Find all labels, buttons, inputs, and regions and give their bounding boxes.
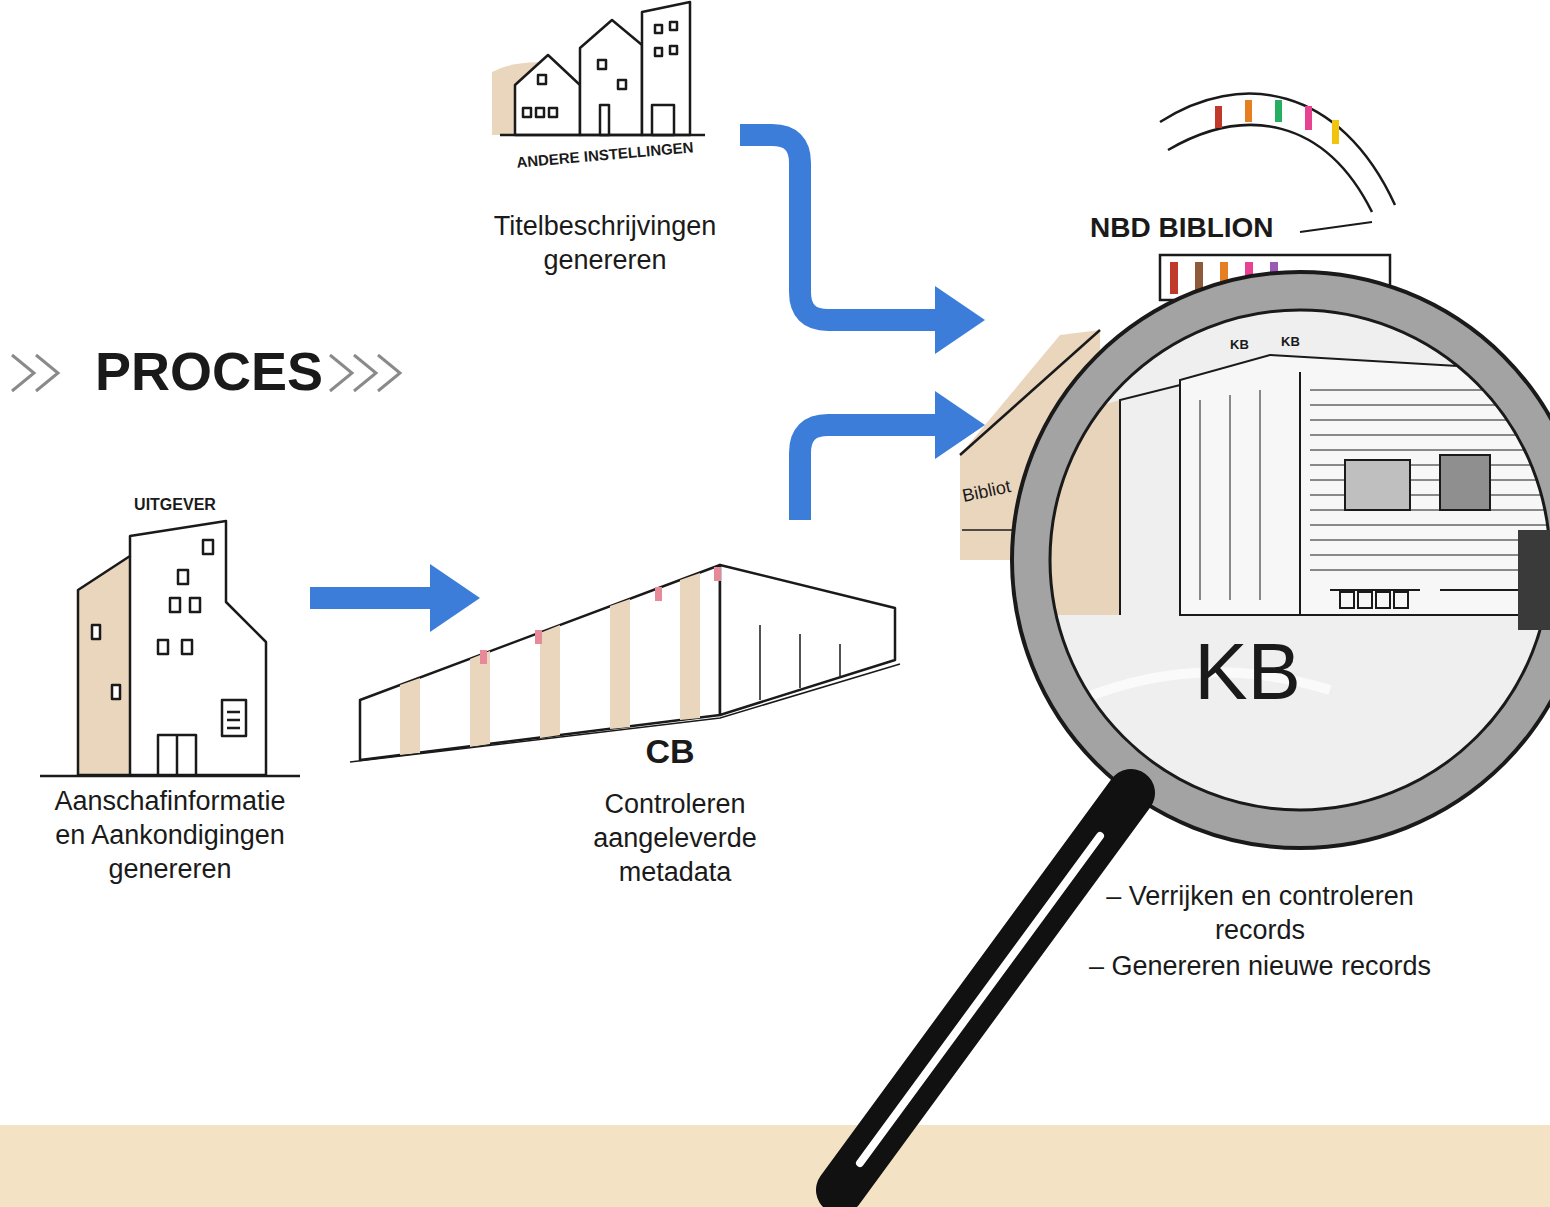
publisher-building [40,521,300,776]
process-node: CB Controleren aangeleverde metadata [480,520,900,920]
nbd-biblion-building [1160,94,1395,300]
node-text: – Genereren nieuwe records [1060,950,1460,984]
process-node: ANDERE INSTELLINGEN Titelbeschrijvingen g… [470,0,740,295]
institutions-buildings [492,2,705,135]
node-text: Aanschafinformatie en Aankondigingen gen… [45,785,295,886]
building-label: NBD BIBLION [1090,210,1274,245]
arrow-head [430,564,480,632]
building-sign: KB [1281,334,1300,350]
diagram-title: PROCES [95,338,323,406]
building-sign: KB [1230,337,1249,353]
arrow-head [935,286,985,354]
node-text: – Verrijken en controleren records [1100,880,1420,948]
ground-band [0,1125,1550,1207]
flow-arrow [740,135,985,354]
node-heading: CB [630,730,710,773]
node-text: Titelbeschrijvingen genereren [470,210,740,278]
node-heading: UITGEVER [100,495,250,515]
arrow-shaft [800,425,939,520]
node-heading: KB [1145,628,1350,716]
warehouse [350,565,900,762]
node-text: Controleren aangeleverde metadata [575,788,775,889]
flow-arrow [800,391,985,520]
process-node: UITGEVER Aanschafinformatie en Aankondigi… [30,495,310,920]
arrow-head [935,391,985,459]
process-node: KB – Verrijken en controleren records– Ge… [985,260,1550,1020]
arrow-shaft [740,135,939,320]
magnifier [840,272,1550,1190]
flow-arrow [310,564,480,632]
arrow-shaft [310,587,434,609]
node-heading: ANDERE INSTELLINGEN [490,136,721,175]
